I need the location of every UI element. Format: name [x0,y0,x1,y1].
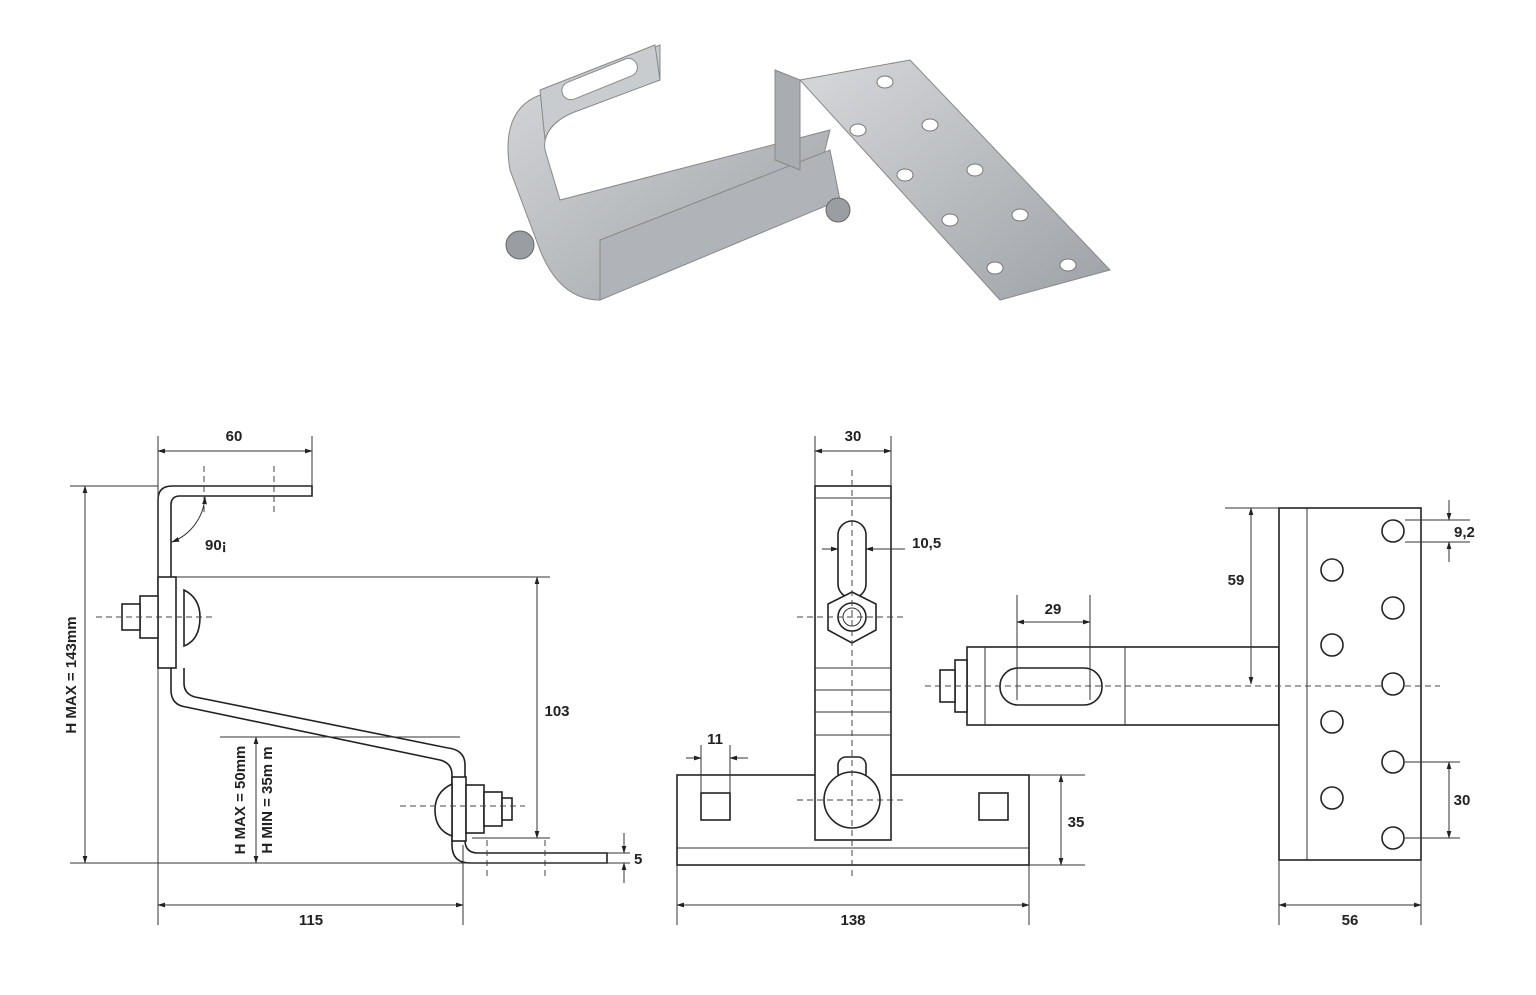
top-view: 29 59 9,2 30 56 [925,500,1475,929]
dim-slot-length: 29 [1045,601,1062,618]
side-view: 60 90¡ H MAX = 143mm 103 H MAX = 50mm H … [63,428,642,929]
front-view: 30 10,5 11 35 138 [676,428,1085,929]
dim-square-hole: 11 [707,731,723,748]
dim-thickness: 5 [634,851,642,868]
dim-hole-offset: 9,2 [1454,524,1475,541]
product-photo [505,44,1111,301]
dim-h-max-adjust: H MAX = 50mm [232,746,249,855]
dim-width-top: 60 [226,428,243,445]
dim-plate-width: 56 [1342,912,1359,929]
dim-bar-width: 30 [845,428,862,445]
dim-slot-width: 10,5 [912,535,941,552]
dim-height-103: 103 [544,703,569,720]
dim-h-max-total: H MAX = 143mm [63,616,80,733]
dim-h-min-adjust: H MIN = 35m m [259,746,276,853]
dim-offset: 59 [1228,572,1245,589]
dim-angle: 90¡ [205,537,227,554]
dim-hole-pitch: 30 [1454,792,1471,809]
dim-base-height: 35 [1068,814,1085,831]
plate-holes [1320,519,1405,850]
dim-width-bottom: 115 [299,912,323,929]
dim-base-width: 138 [840,912,865,929]
